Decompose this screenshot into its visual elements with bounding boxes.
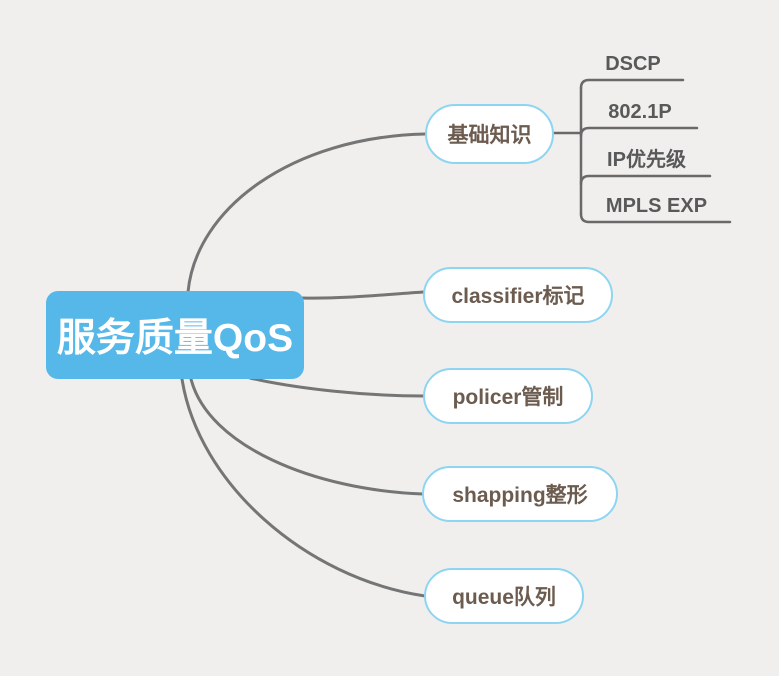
- subtopic-line-dscp: [579, 78, 685, 90]
- branch-node-label: shapping整形: [452, 484, 588, 507]
- branch-node-classifier[interactable]: classifier标记: [423, 267, 613, 323]
- subtopic-ip-precedence[interactable]: IP优先级: [583, 146, 710, 176]
- branch-node-label: queue队列: [452, 586, 556, 609]
- subtopic-label: IP优先级: [607, 149, 686, 171]
- subtopic-line-ip-precedence: [579, 174, 712, 186]
- branch-node-shapping[interactable]: shapping整形: [422, 466, 618, 522]
- subtopic-label: DSCP: [605, 53, 661, 75]
- branch-node-policer[interactable]: policer管制: [423, 368, 593, 424]
- connector-basics: [186, 132, 427, 294]
- root-node-label: 服务质量QoS: [56, 317, 294, 360]
- branch-node-label: classifier标记: [451, 285, 585, 308]
- branch-node-basics[interactable]: 基础知识: [425, 104, 554, 164]
- subtopic-dscp[interactable]: DSCP: [583, 50, 683, 80]
- root-node-qos[interactable]: 服务质量QoS: [46, 291, 304, 379]
- connector-policer: [248, 376, 426, 398]
- subtopic-mpls-exp[interactable]: MPLS EXP: [583, 192, 730, 222]
- subtopic-line-mpls-exp: [579, 212, 732, 224]
- connector-classifier: [300, 290, 426, 300]
- subtopic-label: MPLS EXP: [605, 195, 708, 217]
- connector-queue: [180, 377, 427, 598]
- subtopic-label: 802.1P: [608, 101, 672, 123]
- subtopic-8021p[interactable]: 802.1P: [583, 98, 697, 128]
- subtopic-line-8021p: [579, 126, 699, 138]
- connector-shapping: [189, 377, 425, 496]
- branch-node-label: policer管制: [452, 386, 564, 409]
- branch-node-queue[interactable]: queue队列: [424, 568, 584, 624]
- branch-node-label: 基础知识: [447, 124, 532, 147]
